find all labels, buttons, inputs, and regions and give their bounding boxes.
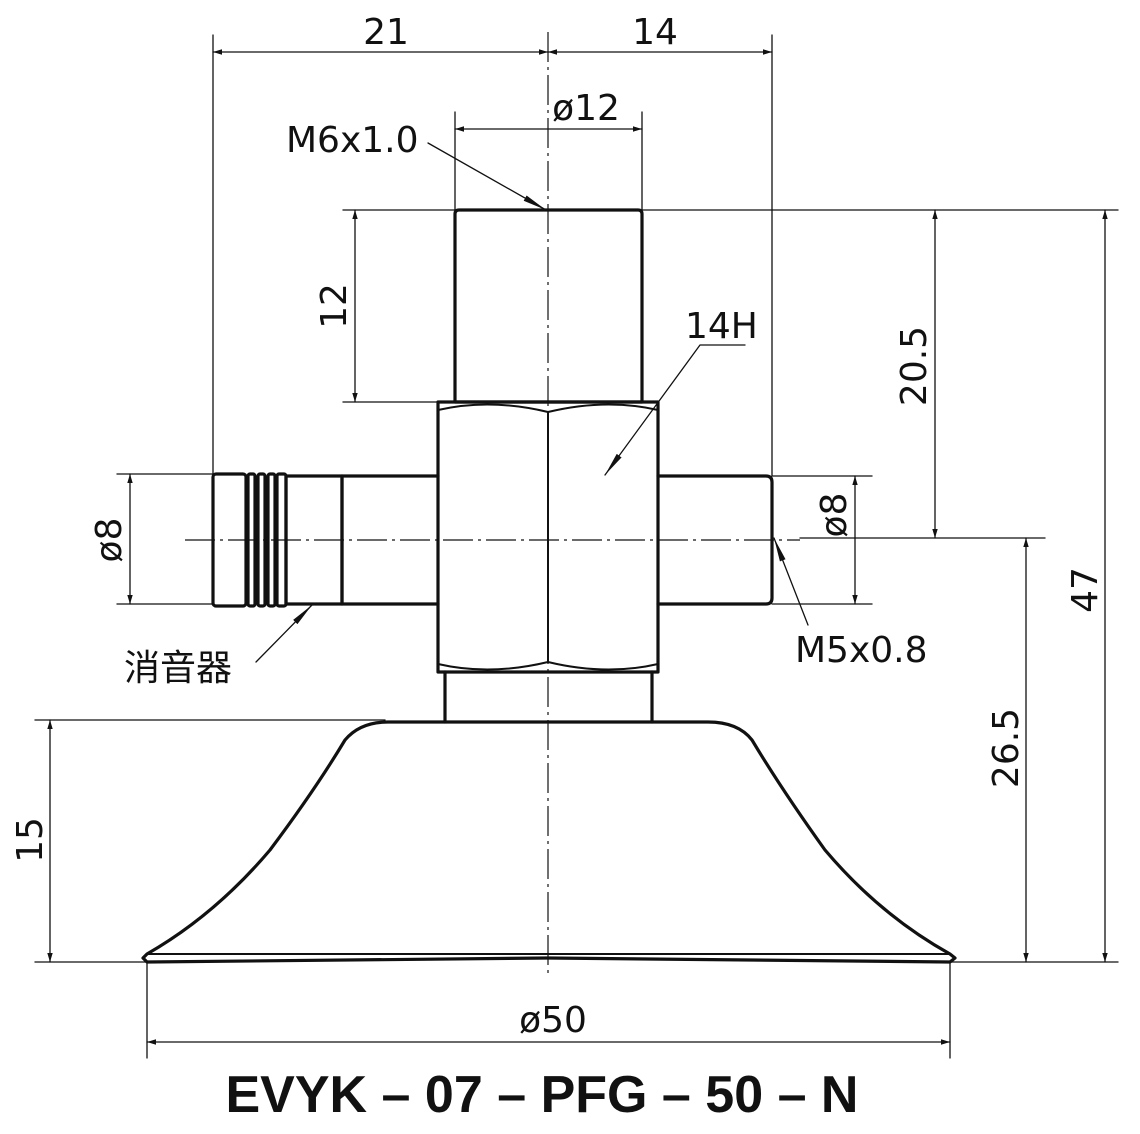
silencer — [211, 472, 344, 608]
side-port-right — [656, 474, 774, 606]
dimension-lines — [47, 49, 1108, 1045]
label-hex-size: 14H — [685, 306, 758, 347]
dim-height-upper: 20.5 — [894, 326, 935, 406]
leader-silencer — [255, 604, 313, 663]
dim-width-right: 14 — [632, 12, 678, 53]
dim-width-left: 21 — [363, 12, 409, 53]
extension-lines — [34, 34, 1119, 1059]
part-outline — [141, 208, 957, 964]
leader-14h — [604, 344, 746, 476]
part-number-title: EVYK – 07 – PFG – 50 – N — [226, 1066, 859, 1124]
dim-height-total: 47 — [1065, 567, 1106, 613]
suction-cup — [141, 720, 957, 964]
dim-stem-height: 12 — [314, 283, 355, 329]
dim-stem-diameter: ø12 — [552, 88, 620, 129]
dim-height-lower: 26.5 — [986, 708, 1027, 788]
dim-cup-diameter: ø50 — [519, 1000, 587, 1041]
label-thread-top: M6x1.0 — [286, 120, 419, 161]
dim-body-diameter-right: ø8 — [814, 493, 855, 538]
neck — [443, 670, 654, 724]
label-silencer: 消音器 — [124, 648, 232, 689]
dim-cup-height: 15 — [10, 817, 51, 863]
label-thread-side: M5x0.8 — [795, 630, 928, 671]
leader-lines — [255, 142, 809, 663]
dim-body-diameter-left: ø8 — [89, 518, 130, 563]
hex-body — [436, 400, 660, 674]
leader-m5 — [773, 537, 809, 626]
leader-m6 — [427, 142, 547, 211]
top-stem — [453, 208, 644, 404]
